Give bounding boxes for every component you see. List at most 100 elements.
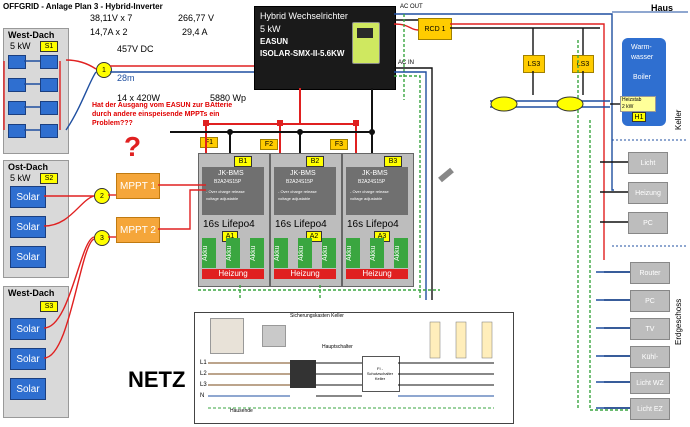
inverter-screen <box>357 28 373 38</box>
room-fridge: Kühl- <box>630 346 670 368</box>
heating-rod-power: 2 kW <box>622 104 634 110</box>
battery-bus-minus <box>170 131 373 153</box>
question-note: Hat der Ausgang vom EASUN zur BAtterie d… <box>92 102 233 127</box>
connector-2: 2 <box>94 188 110 204</box>
connector-3: 3 <box>94 230 110 246</box>
ac-out-label: AC OUT <box>400 4 423 10</box>
cell-label: 16s Lifepo4 <box>275 219 327 230</box>
bms-name: JK-BMS <box>362 170 388 177</box>
page-title: OFFGRID - Anlage Plan 3 - Hybrid-Inverte… <box>3 2 163 11</box>
floor-divider <box>612 139 688 247</box>
mppt-1: MPPT 1 <box>116 173 160 199</box>
line-l2: L2 <box>200 371 207 377</box>
bus-connector <box>556 96 584 112</box>
question-mark: ? <box>124 131 142 162</box>
spec-distance: 28m <box>117 73 135 83</box>
bus-node <box>227 129 233 135</box>
pv-string-link <box>24 60 40 131</box>
fuse-f1: F1 <box>200 137 218 148</box>
inverter-title: Hybrid Wechselrichter <box>260 11 348 21</box>
bus-node <box>297 129 303 135</box>
eg-feed <box>604 271 630 409</box>
bms-note: voltage adjustable <box>350 196 383 201</box>
bms-note: - Over charge release <box>278 189 317 194</box>
pv-panel <box>8 78 26 92</box>
meter-photo <box>210 318 244 354</box>
room-pc: PC <box>628 212 668 234</box>
fuse-f3: F3 <box>330 139 348 150</box>
breaker-photo <box>262 325 286 347</box>
breaker-module <box>455 321 467 359</box>
heating-rod-label: Heizstab <box>622 97 642 103</box>
inverter-power: 5 kW <box>260 24 281 34</box>
inverter-model: ISOLAR-SMX-II-5.6KW <box>260 49 345 58</box>
phase-line <box>316 362 362 397</box>
ac-out-line <box>393 23 605 260</box>
room-tv: TV <box>630 318 670 340</box>
phase-line <box>398 362 494 386</box>
bms-name: JK-BMS <box>218 170 244 177</box>
bms-model: B2A24S15P <box>358 179 386 185</box>
east-roof-power: 5 kW <box>10 173 31 183</box>
pv-panel <box>40 124 58 138</box>
fuse-f2: F2 <box>260 139 278 150</box>
spec-voltage-calc: 38,11V x 7 <box>90 13 133 23</box>
separator-mark <box>438 167 454 183</box>
inverter-brand: EASUN <box>260 37 289 46</box>
battery-bus-plus <box>205 123 357 153</box>
west-bottom-feed-line <box>43 236 95 359</box>
grid-label: NETZ <box>128 367 186 392</box>
heating-rod <box>620 96 656 112</box>
ac-in-line <box>394 75 421 300</box>
bms-unit-2 <box>274 167 336 215</box>
breaker-module <box>481 321 493 359</box>
pv-panel <box>40 101 58 115</box>
ac-in-line <box>394 67 433 300</box>
pv-panel <box>8 124 26 138</box>
pv-panel <box>40 78 58 92</box>
bus-node <box>277 120 283 126</box>
pv-string-link <box>3 61 61 130</box>
ac-in-label: AC IN <box>398 60 415 66</box>
east-feed-line <box>43 195 95 227</box>
solar-panel: Solar <box>10 246 46 268</box>
west-roof-top-power: 5 kW <box>10 41 31 51</box>
line-n: N <box>200 393 205 399</box>
bms-note: - Over charge release <box>206 189 245 194</box>
breaker-module <box>429 321 441 359</box>
pv-panel <box>40 55 58 69</box>
bms-tag-b1: B1 <box>234 156 252 167</box>
west-roof-bottom-label: West-Dach <box>8 288 55 298</box>
ac-out-line <box>394 13 614 191</box>
bms-note: - Over charge release <box>350 189 389 194</box>
rcd-breaker: RCD 1 <box>418 18 452 40</box>
main-switch-label: Hauptschalter <box>322 344 353 350</box>
west-roof-top-tag: S1 <box>40 41 58 52</box>
pv-feed-line <box>65 59 97 70</box>
solar-panel: Solar <box>10 378 46 400</box>
spec-dc-voltage: 457V DC <box>117 44 154 54</box>
spec-current: 29,4 A <box>182 27 208 37</box>
cell-label: 16s Lifepo4 <box>347 219 399 230</box>
phase-line <box>208 362 290 386</box>
pv-feed-line <box>65 71 97 131</box>
spec-current-calc: 14,7A x 2 <box>90 27 128 37</box>
room-pc: PC <box>630 290 670 312</box>
battery-tag-a2: A2 <box>306 231 322 242</box>
boiler-line1: Warm- <box>631 44 652 51</box>
spec-watts: 5880 Wp <box>210 93 247 103</box>
connector-1: 1 <box>96 62 112 78</box>
solar-panel: Solar <box>10 318 46 340</box>
pv-panel <box>8 55 26 69</box>
boiler-line2: wasser <box>631 54 654 61</box>
east-roof-label: Ost-Dach <box>8 162 49 172</box>
line-l3: L3 <box>200 382 207 388</box>
bms-unit-1 <box>202 167 264 215</box>
cell-label: 16s Lifepo4 <box>203 219 255 230</box>
house-end-label: Hausende <box>230 408 253 414</box>
eg-feed <box>596 271 630 409</box>
room-light: Licht <box>628 152 668 174</box>
heating-rod-tag: H1 <box>632 112 646 122</box>
bus-connector <box>490 96 518 112</box>
room-router: Router <box>630 262 670 284</box>
